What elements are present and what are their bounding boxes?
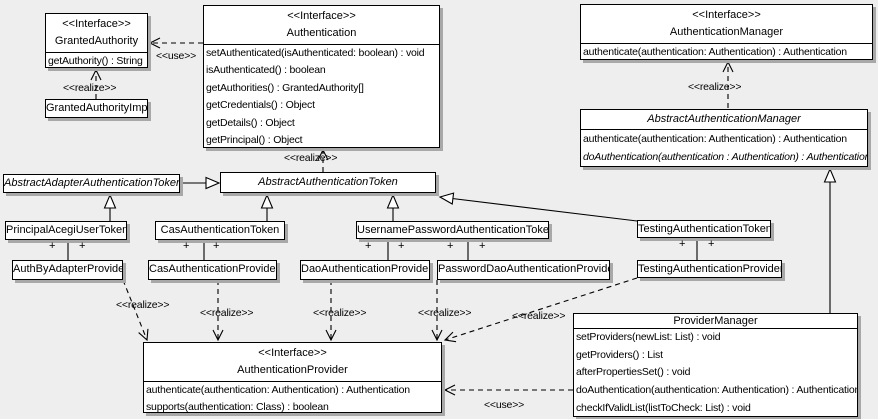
realize-label: <<realize>> <box>200 307 254 319</box>
class-name: TestingAuthenticationProvider <box>638 263 782 275</box>
class-members: authenticate(authentication: Authenticat… <box>144 381 441 413</box>
class-box-authentication[interactable]: <<Interface>> Authentication setAuthenti… <box>203 5 440 148</box>
multiplicity-label: + <box>365 240 372 252</box>
class-member: checkIfValidList(listToCheck: List) : vo… <box>576 401 751 414</box>
class-box-auth-by-adapter-provider[interactable]: AuthByAdapterProvider <box>12 260 123 280</box>
realize-label: <<realize>> <box>418 307 472 319</box>
class-member: authenticate(authentication: Authenticat… <box>583 133 847 145</box>
class-name: AbstractAdapterAuthenticationToken <box>4 177 180 189</box>
use-label: <<use>> <box>484 399 525 411</box>
class-name: Authentication <box>286 27 357 39</box>
class-member: isAuthenticated() : boolean <box>206 64 326 77</box>
class-name: AuthByAdapterProvider <box>13 263 123 275</box>
class-stereotype: <<Interface>> <box>692 9 761 21</box>
class-member: getCredentials() : Object <box>206 99 315 112</box>
class-box-granted-authority-impl[interactable]: GrantedAuthorityImpl <box>45 99 148 118</box>
multiplicity-label: + <box>398 240 405 252</box>
class-name: AuthenticationProvider <box>237 364 348 376</box>
class-box-cas-authentication-provider[interactable]: CasAuthenticationProvider <box>148 260 277 280</box>
class-name: GrantedAuthorityImpl <box>46 102 148 114</box>
class-header: <<Interface>> AuthenticationManager <box>581 5 872 43</box>
class-name: AbstractAuthenticationToken <box>258 176 398 188</box>
class-members: setProviders(newList: List) : void getPr… <box>574 328 857 416</box>
class-name: ProviderManager <box>673 315 758 327</box>
realize-label: <<realize>> <box>284 152 338 164</box>
class-member: getProviders() : List <box>576 348 663 361</box>
class-box-abstract-authentication-manager[interactable]: AbstractAuthenticationManager authentica… <box>580 109 868 167</box>
class-name: TestingAuthenticationToken <box>638 223 771 235</box>
class-member: afterPropertiesSet() : void <box>576 366 691 379</box>
realize-label: <<realize>> <box>688 81 742 93</box>
class-box-principal-acegi-user-token[interactable]: PrincipalAcegiUserToken <box>5 221 127 240</box>
class-name: CasAuthenticationProvider <box>149 263 277 275</box>
multiplicity-label: + <box>679 238 686 250</box>
class-members: getAuthority() : String <box>46 52 147 67</box>
class-box-abstract-adapter-authentication-token[interactable]: AbstractAdapterAuthenticationToken <box>3 174 180 193</box>
realize-label: <<realize>> <box>63 82 117 94</box>
class-stereotype: <<Interface>> <box>287 10 356 22</box>
class-box-granted-authority[interactable]: <<Interface>> GrantedAuthority getAuthor… <box>45 13 148 68</box>
class-stereotype: <<Interface>> <box>258 347 327 359</box>
class-box-testing-authentication-token[interactable]: TestingAuthenticationToken <box>637 220 771 238</box>
multiplicity-label: + <box>479 240 486 252</box>
class-member: setProviders(newList: List) : void <box>576 331 721 343</box>
generalization-testingtoken-to-abstracttoken <box>438 192 638 222</box>
class-box-dao-authentication-provider[interactable]: DaoAuthenticationProvider <box>300 260 430 280</box>
use-label: <<use>> <box>156 50 197 62</box>
realize-label: <<realize>> <box>116 299 170 311</box>
multiplicity-label: + <box>447 240 454 252</box>
class-name: PrincipalAcegiUserToken <box>6 224 127 236</box>
class-members: authenticate(authentication: Authenticat… <box>581 129 867 166</box>
realize-label: <<realize>> <box>313 307 367 319</box>
class-box-password-dao-authentication-provider[interactable]: PasswordDaoAuthenticationProvider <box>437 260 610 280</box>
class-box-authentication-manager[interactable]: <<Interface>> AuthenticationManager auth… <box>580 4 873 60</box>
realize-label: <<realize>> <box>512 310 566 322</box>
class-header: <<Interface>> AuthenticationProvider <box>144 343 441 381</box>
class-member: authenticate(authentication: Authenticat… <box>583 46 847 58</box>
class-name: AuthenticationManager <box>669 26 784 38</box>
class-name: PasswordDaoAuthenticationProvider <box>438 263 610 275</box>
class-box-username-password-authentication-token[interactable]: UsernamePasswordAuthenticationToken <box>356 221 549 239</box>
class-members: authenticate(authentication: Authenticat… <box>581 43 872 59</box>
class-header: <<Interface>> Authentication <box>204 6 439 44</box>
class-box-abstract-authentication-token[interactable]: AbstractAuthenticationToken <box>220 172 436 193</box>
class-name: GrantedAuthority <box>54 35 139 47</box>
class-stereotype: <<Interface>> <box>62 18 131 30</box>
multiplicity-label: + <box>213 240 220 252</box>
class-member: getDetails() : Object <box>206 116 295 129</box>
class-member: setAuthenticated(isAuthenticated: boolea… <box>206 47 425 59</box>
class-member: doAuthentication(authentication: Authent… <box>576 384 857 397</box>
class-member: authenticate(authentication: Authenticat… <box>146 384 410 396</box>
class-name: AbstractAuthenticationManager <box>647 113 801 125</box>
multiplicity-label: + <box>708 238 715 250</box>
class-box-provider-manager[interactable]: ProviderManager setProviders(newList: Li… <box>573 313 858 417</box>
class-header: <<Interface>> GrantedAuthority <box>46 14 147 52</box>
class-member: getPrincipal() : Object <box>206 134 303 147</box>
class-member: getAuthorities() : GrantedAuthority[] <box>206 81 364 94</box>
multiplicity-label: + <box>79 240 86 252</box>
multiplicity-label: + <box>183 240 190 252</box>
class-name: UsernamePasswordAuthenticationToken <box>357 224 549 236</box>
class-name: DaoAuthenticationProvider <box>301 263 430 275</box>
class-box-authentication-provider[interactable]: <<Interface>> AuthenticationProvider aut… <box>143 342 442 413</box>
class-name: CasAuthenticationToken <box>160 224 280 236</box>
multiplicity-label: + <box>49 240 56 252</box>
class-members: setAuthenticated(isAuthenticated: boolea… <box>204 44 439 147</box>
class-box-testing-authentication-provider[interactable]: TestingAuthenticationProvider <box>637 260 782 278</box>
class-box-cas-authentication-token[interactable]: CasAuthenticationToken <box>155 221 285 240</box>
class-member: doAuthentication(authentication : Authen… <box>583 151 867 163</box>
class-member: getAuthority() : String <box>48 55 143 67</box>
class-member: supports(authentication: Class) : boolea… <box>146 401 329 413</box>
